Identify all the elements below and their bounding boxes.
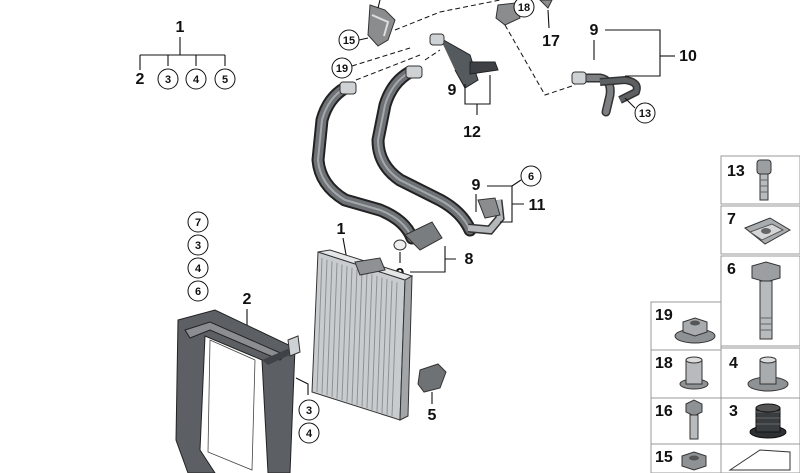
nut-icon: [681, 451, 707, 471]
label-9-right: 9: [472, 177, 481, 194]
bolt-icon: [756, 159, 772, 201]
label-5: 5: [428, 407, 437, 424]
label-15: 15: [343, 35, 355, 47]
fitting-15-19: 15 19: [331, 0, 501, 79]
label-10: 10: [679, 48, 697, 65]
label-13: 13: [639, 108, 651, 120]
label-3-bottom: 3: [306, 405, 312, 417]
label-9-center: 9: [448, 82, 457, 99]
grommet-icon: [749, 403, 787, 439]
panel-label-18: 18: [655, 355, 673, 372]
cooler-fin: [331, 262, 338, 397]
label-6-left: 6: [195, 286, 201, 298]
panel-label-7: 7: [727, 211, 736, 228]
panel-label-6: 6: [727, 261, 736, 278]
bushing-icon: [747, 356, 789, 392]
label-12: 12: [463, 124, 481, 141]
label-9-top: 9: [590, 22, 599, 39]
bracket-17-18: 18 17: [495, 0, 576, 96]
hex-bolt-icon: [685, 399, 703, 440]
tree-label-2: 2: [136, 71, 145, 88]
assembly-tree: 1 2 3 4 5: [136, 19, 236, 90]
panel-label-3: 3: [729, 403, 738, 420]
panel-label-16: 16: [655, 403, 673, 420]
panel-label-4: 4: [729, 355, 738, 372]
label-18: 18: [518, 2, 530, 14]
cooler-fin: [371, 275, 378, 410]
cooler-fin: [336, 264, 343, 399]
left-callouts: 7 3 4 6: [187, 211, 209, 302]
cooler-fin: [361, 272, 368, 407]
hose-bracket-12: 9 12: [429, 33, 499, 141]
cooler-fin: [376, 277, 383, 412]
cooler-fin: [386, 280, 393, 415]
mounting-frame-2: 2 3 4: [175, 291, 320, 473]
tree-root-label: 1: [176, 19, 185, 36]
clip-nut-icon: [744, 217, 791, 245]
label-7-left: 7: [195, 217, 201, 229]
label-4-bottom: 4: [306, 428, 313, 440]
cooler-fin: [366, 274, 373, 409]
label-2: 2: [243, 291, 252, 308]
tree-label-4: 4: [193, 74, 200, 86]
key-arrow-icon: [728, 449, 791, 471]
panel-label-13: 13: [727, 163, 745, 180]
label-19: 19: [336, 63, 348, 75]
oil-cooler-1: 1: [311, 221, 414, 421]
label-11: 11: [529, 197, 546, 214]
tree-label-5: 5: [222, 74, 228, 86]
flange-nut-icon: [674, 317, 716, 344]
label-3-left: 3: [195, 240, 201, 252]
cooler-fin: [316, 257, 323, 393]
coolant-hoses: [311, 49, 477, 245]
panel-label-15: 15: [655, 449, 673, 466]
cooler-fin: [351, 269, 358, 404]
cooler-fin: [356, 270, 363, 406]
label-1: 1: [337, 221, 346, 238]
cooler-fin: [391, 282, 398, 417]
cooler-fin: [321, 259, 328, 394]
tree-label-3: 3: [165, 74, 171, 86]
spacer-sleeve-icon: [679, 356, 709, 390]
label-4-left: 4: [195, 263, 202, 275]
cooler-fin: [381, 279, 388, 414]
hose-10: 9 10 13: [571, 22, 697, 124]
label-17: 17: [542, 33, 560, 50]
cooler-fin: [326, 261, 333, 396]
cooler-fin: [341, 266, 348, 401]
cooler-fin: [346, 267, 353, 402]
label-6-right: 6: [528, 171, 534, 183]
connector-11: 9 11 6: [467, 165, 546, 235]
panel-label-19: 19: [655, 307, 673, 324]
label-8: 8: [465, 251, 474, 268]
parts-panel: 13 7 6 19 18: [650, 155, 800, 473]
bracket-5: 5: [417, 363, 447, 424]
long-bolt-icon: [751, 261, 781, 340]
